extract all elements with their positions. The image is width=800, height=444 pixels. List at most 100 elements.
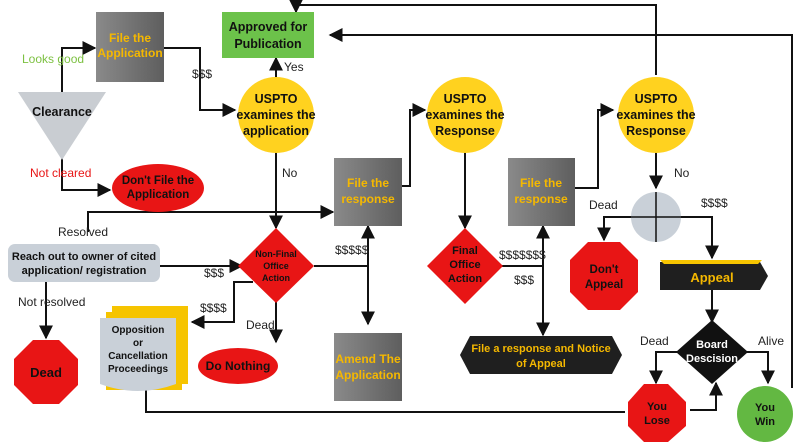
edge-labels: Looks good Not cleared Yes No No Resolve… [18, 52, 784, 348]
reach-out-line1: Reach out to owner of cited [12, 251, 156, 263]
do-nothing-node: Do Nothing [198, 348, 278, 384]
file-response2-line1: File the [520, 176, 562, 190]
you-lose-line1: You [647, 401, 667, 413]
decision-cross-node [631, 192, 681, 242]
file-notice-of-appeal-node: File a response and Notice of Appeal [460, 336, 622, 374]
dead-right-label: Dead [589, 198, 618, 212]
edge-cross-to-appeal [680, 216, 719, 260]
file-response-node-1: File the response [334, 158, 402, 226]
nonfinal-line1: Non-Final [255, 249, 297, 259]
no-label-2: No [674, 166, 690, 180]
board-line1: Board [696, 339, 728, 351]
dead-left-label: Dead [30, 365, 62, 380]
amend-line2: Application [335, 368, 400, 382]
dead-board-label: Dead [640, 334, 669, 348]
you-lose-line2: Lose [644, 415, 670, 427]
final-line2: Office [449, 259, 480, 271]
file-application-line1: File the [109, 31, 151, 45]
file-response1-line2: response [341, 192, 395, 206]
clearance-node: Clearance [18, 92, 106, 160]
resolved-label: Resolved [58, 225, 108, 239]
fee-nonfinal-b-label: $$$$ [200, 301, 227, 315]
dont-file-line1: Don't File the [122, 175, 194, 187]
fee-nonfinal-a-label: $$$ [204, 266, 224, 280]
fee-final-a-label: $$$$$$$ [499, 248, 546, 262]
connectors [39, 0, 793, 413]
uspto1-line1: USPTO [255, 92, 298, 106]
alive-label: Alive [758, 334, 784, 348]
edge-opposition-to-bottom [145, 388, 625, 413]
uspto-examines-response-node-1: USPTO examines the Response [425, 77, 505, 153]
edge-win-to-approved [328, 28, 793, 388]
fee-application-label: $$$ [192, 67, 212, 81]
clearance-label: Clearance [32, 105, 92, 119]
fee-final-b-label: $$$ [514, 273, 534, 287]
approved-node: Approved for Publication [222, 12, 314, 58]
file-application-node: File the Application [96, 12, 164, 82]
final-line3: Action [448, 273, 483, 285]
edge-clearance-to-file [61, 41, 97, 92]
not-resolved-label: Not resolved [18, 295, 85, 309]
edge-lose-to-board [690, 381, 723, 411]
uspto2-line2: examines the [425, 108, 504, 122]
opposition-line4: Proceedings [108, 364, 168, 375]
nonfinal-line3: Action [262, 273, 290, 283]
no-label-1: No [282, 166, 298, 180]
file-notice-line2: of Appeal [516, 358, 566, 370]
reach-out-line2: application/ registration [22, 265, 147, 277]
edge-board-to-lose [649, 351, 678, 385]
yes-label: Yes [284, 60, 304, 74]
reach-out-node: Reach out to owner of cited application/… [8, 244, 160, 282]
you-win-line2: Win [755, 416, 775, 428]
final-line1: Final [452, 245, 478, 257]
board-line2: Descision [686, 353, 738, 365]
edge-resolved-to-response1 [87, 205, 335, 232]
uspto-examines-response-node-2: USPTO examines the Response [616, 77, 696, 153]
nonfinal-office-action-node: Non-Final Office Action [238, 228, 314, 303]
file-response1-line1: File the [347, 176, 389, 190]
do-nothing-label: Do Nothing [206, 359, 271, 373]
uspto2-line3: Response [435, 124, 495, 138]
appeal-node: Appeal [660, 260, 768, 290]
dont-file-line2: Application [127, 189, 190, 201]
board-decision-node: Board Descision [676, 320, 748, 384]
file-notice-line1: File a response and Notice [471, 343, 610, 355]
nonfinal-line2: Office [263, 261, 289, 271]
dont-appeal-node: Don't Appeal [570, 242, 638, 310]
file-response2-line2: response [514, 192, 568, 206]
uspto3-line3: Response [626, 124, 686, 138]
file-application-line2: Application [97, 46, 162, 60]
dont-appeal-line1: Don't [590, 264, 619, 276]
dont-appeal-line2: Appeal [585, 279, 623, 291]
file-response-node-2: File the response [508, 158, 575, 226]
you-win-node: You Win [737, 386, 793, 442]
you-win-line1: You [755, 402, 775, 414]
looks-good-label: Looks good [22, 52, 84, 66]
edge-response1-to-uspto2 [402, 103, 427, 187]
not-cleared-label: Not cleared [30, 166, 91, 180]
opposition-line1: Opposition [112, 325, 165, 336]
uspto3-line1: USPTO [635, 92, 678, 106]
final-office-action-node: Final Office Action [427, 228, 503, 304]
approved-line1: Approved for [229, 20, 308, 34]
fee-response1-label: $$$$$ [335, 243, 369, 257]
opposition-node: Opposition or Cancellation Proceedings [100, 306, 188, 391]
dead-nonfinal-label: Dead [246, 318, 275, 332]
opposition-line3: Cancellation [108, 351, 167, 362]
fee-appeal-label: $$$$ [701, 196, 728, 210]
edge-response2-to-uspto3 [575, 103, 615, 189]
uspto1-line2: examines the [236, 108, 315, 122]
dont-file-node: Don't File the Application [112, 164, 204, 212]
edge-file-to-uspto1 [163, 47, 237, 117]
edge-uspto3-to-approved-top [289, 0, 657, 75]
opposition-line2: or [133, 338, 143, 349]
edge-board-to-win [746, 351, 775, 385]
edge-clearance-to-dontfile [61, 158, 112, 197]
uspto-examines-application-node: USPTO examines the application [236, 77, 316, 153]
edge-cross-to-dontappeal [597, 216, 632, 242]
uspto3-line2: examines the [616, 108, 695, 122]
amend-line1: Amend The [335, 352, 401, 366]
uspto1-line3: application [243, 124, 309, 138]
